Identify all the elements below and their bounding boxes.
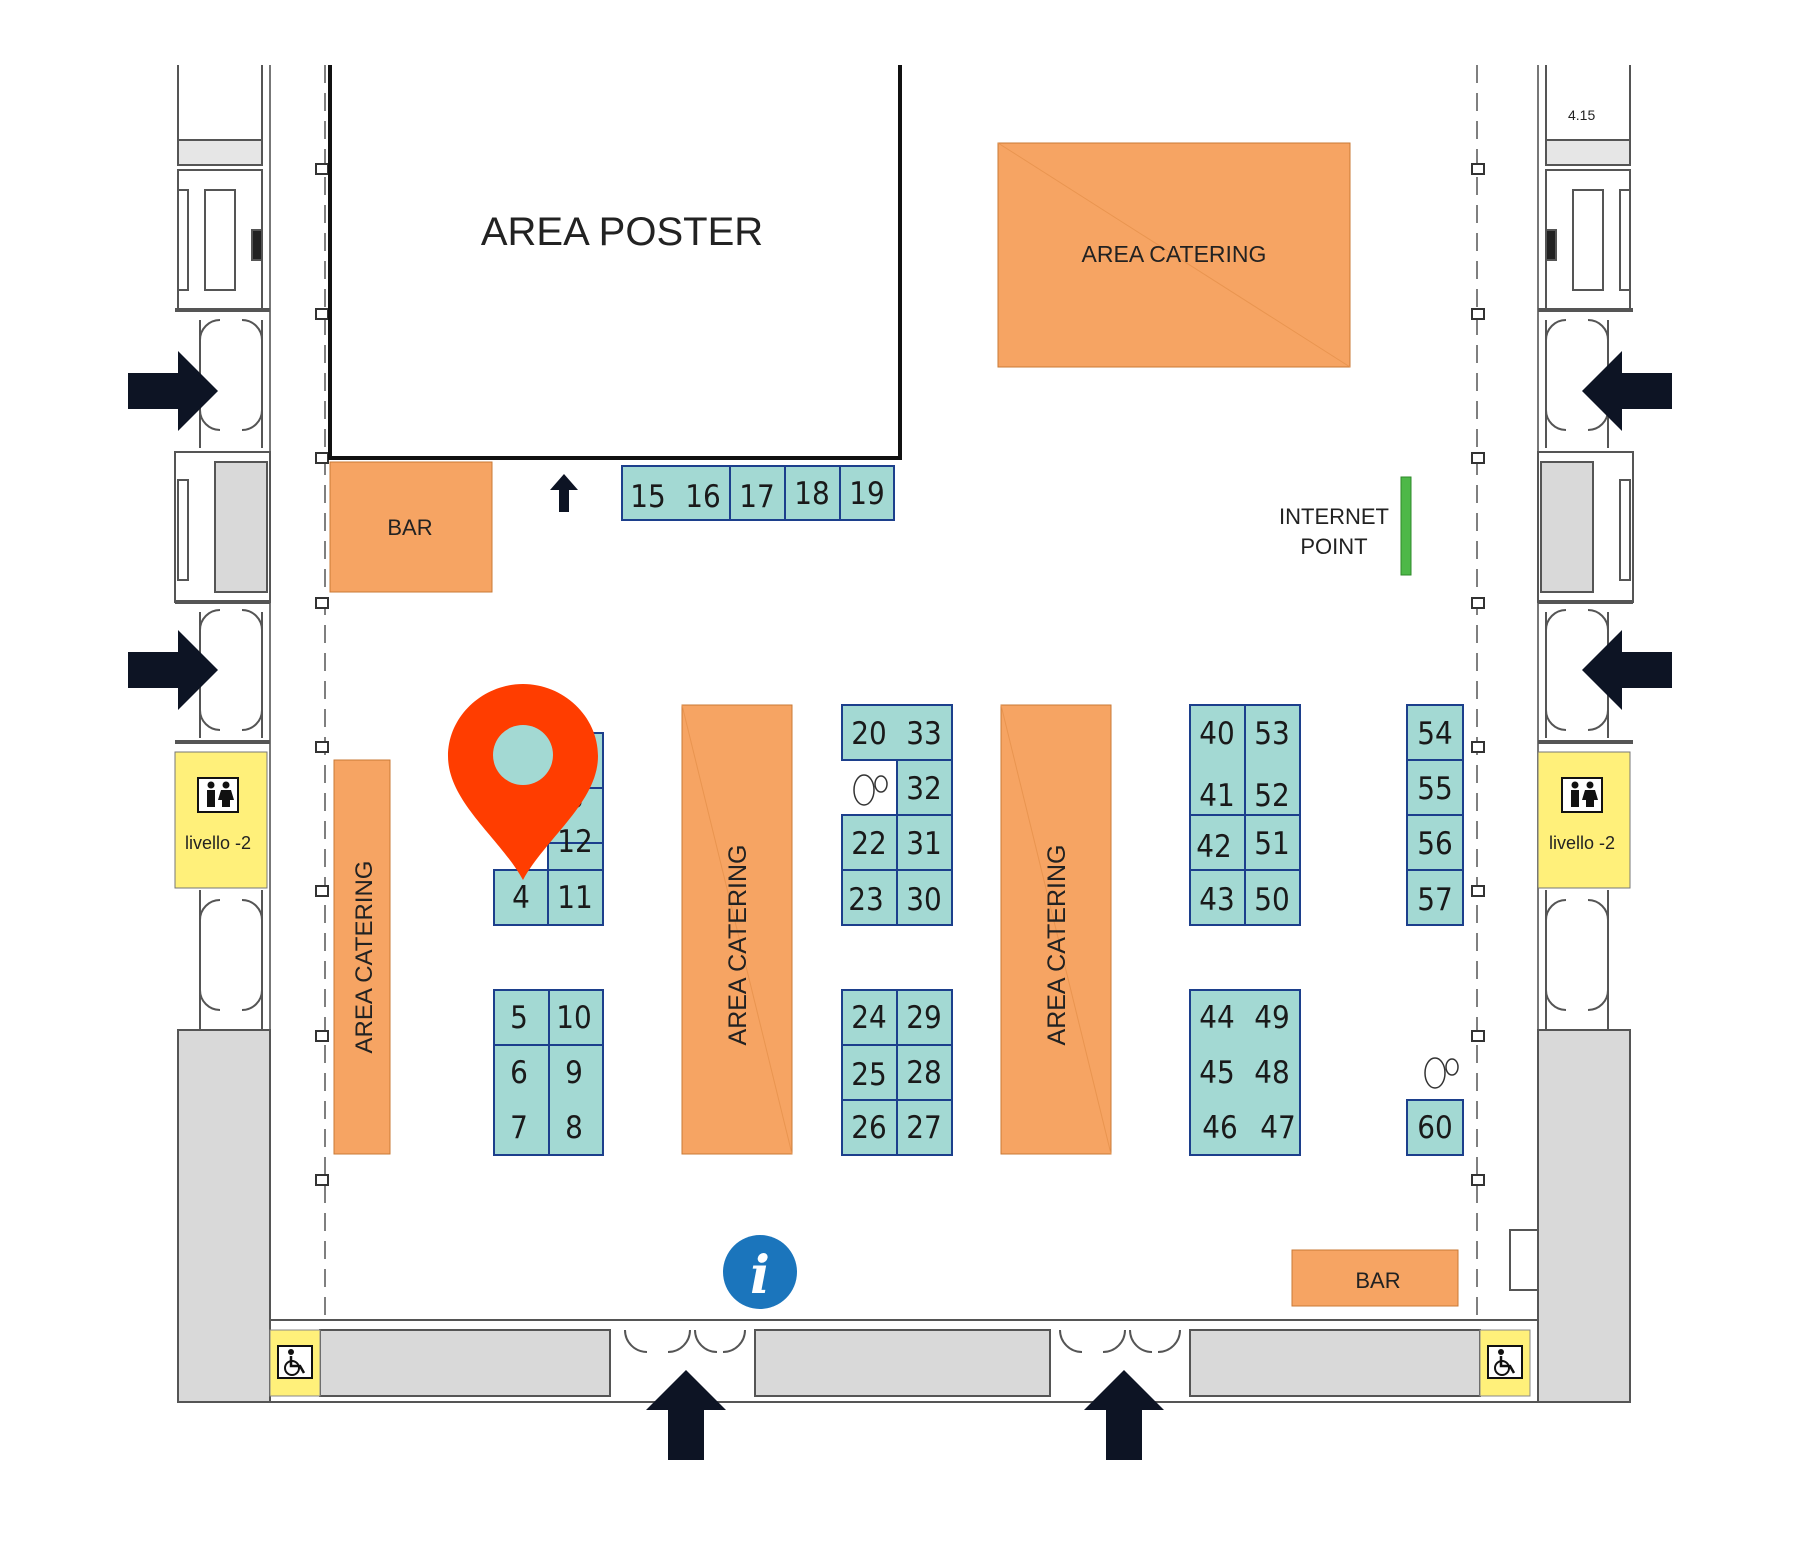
booth-46[interactable]: 46 [1202, 1110, 1237, 1146]
booth-9[interactable]: 9 [565, 1055, 583, 1091]
booth-26[interactable]: 26 [851, 1110, 886, 1146]
water-drop-icon [1424, 1057, 1459, 1089]
bar-top[interactable]: BAR [329, 461, 493, 593]
booth-18[interactable]: 18 [794, 476, 829, 512]
booth-57[interactable]: 57 [1417, 882, 1452, 918]
booth-29[interactable]: 29 [906, 1000, 941, 1036]
bar-top-label: BAR [387, 515, 432, 540]
catering-area-top[interactable]: AREA CATERING [997, 142, 1351, 368]
booth-50[interactable]: 50 [1254, 882, 1289, 918]
catering-middle-label: AREA CATERING [724, 845, 752, 1046]
bar-bottom-label: BAR [1355, 1268, 1400, 1293]
booth-11[interactable]: 11 [557, 880, 592, 916]
wheelchair-icon [1487, 1345, 1523, 1379]
booth-49[interactable]: 49 [1254, 1000, 1289, 1036]
booth-15[interactable]: 15 [630, 479, 665, 515]
catering-right-label: AREA CATERING [1043, 845, 1071, 1046]
booth-4[interactable]: 4 [512, 880, 530, 916]
booth-56[interactable]: 56 [1417, 826, 1452, 862]
accessible-toilet-left[interactable] [269, 1329, 321, 1397]
right-wing [1509, 65, 1634, 1403]
booth-16[interactable]: 16 [685, 479, 720, 515]
booth-51[interactable]: 51 [1254, 826, 1289, 862]
booth-52[interactable]: 52 [1254, 778, 1289, 814]
booth-10[interactable]: 10 [556, 1000, 591, 1036]
booth-8[interactable]: 8 [565, 1110, 583, 1146]
wheelchair-icon [277, 1345, 313, 1379]
booth-22[interactable]: 22 [851, 826, 886, 862]
booth-27[interactable]: 27 [906, 1110, 941, 1146]
booth-20[interactable]: 20 [851, 716, 886, 752]
booth-12[interactable]: 12 [557, 824, 592, 860]
booth-43[interactable]: 43 [1199, 882, 1234, 918]
booth-31[interactable]: 31 [906, 826, 941, 862]
restroom-icon [197, 777, 239, 813]
info-glyph: i [750, 1245, 770, 1306]
bar-bottom[interactable]: BAR [1291, 1249, 1459, 1307]
booth-32[interactable]: 32 [906, 771, 941, 807]
booth-42[interactable]: 42 [1196, 829, 1231, 865]
booth-6[interactable]: 6 [510, 1055, 528, 1091]
booth-30[interactable]: 30 [906, 882, 941, 918]
booth-47[interactable]: 47 [1260, 1110, 1295, 1146]
water-drop-icon [853, 774, 888, 806]
booth-54[interactable]: 54 [1417, 716, 1452, 752]
booth-48[interactable]: 48 [1254, 1055, 1289, 1091]
catering-area-left[interactable]: AREA CATERING [333, 759, 391, 1155]
booth-5[interactable]: 5 [510, 1000, 528, 1036]
left-wing [174, 65, 271, 1403]
booth-19[interactable]: 19 [849, 476, 884, 512]
catering-left-label: AREA CATERING [351, 861, 378, 1054]
restroom-right[interactable]: livello -2 [1537, 751, 1631, 889]
booth-53[interactable]: 53 [1254, 716, 1289, 752]
location-pin-icon[interactable] [448, 684, 598, 880]
dimension-label: 4.15 [1568, 107, 1595, 123]
restroom-left[interactable]: livello -2 [174, 751, 268, 889]
booth-labels: 15 16 17 18 19 1 2 3 12 4 11 5 10 6 9 7 … [510, 476, 1453, 1146]
restroom-left-label: livello -2 [185, 833, 251, 853]
accessible-toilet-right[interactable] [1479, 1329, 1531, 1397]
booth-7[interactable]: 7 [510, 1110, 528, 1146]
booth-33[interactable]: 33 [906, 716, 941, 752]
internet-label-line2: POINT [1300, 534, 1367, 559]
bottom-corridor [269, 1319, 1539, 1403]
booth-17[interactable]: 17 [739, 479, 774, 515]
booth-blocks [493, 465, 1464, 1156]
booth-55[interactable]: 55 [1417, 771, 1452, 807]
catering-area-middle[interactable]: AREA CATERING [681, 704, 793, 1155]
area-poster-label: AREA POSTER [481, 210, 763, 254]
internet-point[interactable]: INTERNET POINT [1279, 476, 1412, 576]
internet-label-line1: INTERNET [1279, 504, 1389, 529]
restroom-icon [1561, 777, 1603, 813]
restroom-right-label: livello -2 [1549, 833, 1615, 853]
entrance-arrow-icon [128, 351, 1672, 1460]
booth-45[interactable]: 45 [1199, 1055, 1234, 1091]
booth-60[interactable]: 60 [1417, 1110, 1452, 1146]
info-icon[interactable]: i [723, 1235, 797, 1309]
booth-28[interactable]: 28 [906, 1055, 941, 1091]
booth-25[interactable]: 25 [851, 1057, 886, 1093]
booth-41[interactable]: 41 [1199, 778, 1234, 814]
catering-area-right[interactable]: AREA CATERING [1000, 704, 1112, 1155]
booth-24[interactable]: 24 [851, 1000, 886, 1036]
area-poster[interactable]: AREA POSTER [328, 65, 902, 460]
booth-23[interactable]: 23 [848, 882, 883, 918]
booth-40[interactable]: 40 [1199, 716, 1234, 752]
catering-top-label: AREA CATERING [1082, 241, 1267, 267]
booth-44[interactable]: 44 [1199, 1000, 1234, 1036]
